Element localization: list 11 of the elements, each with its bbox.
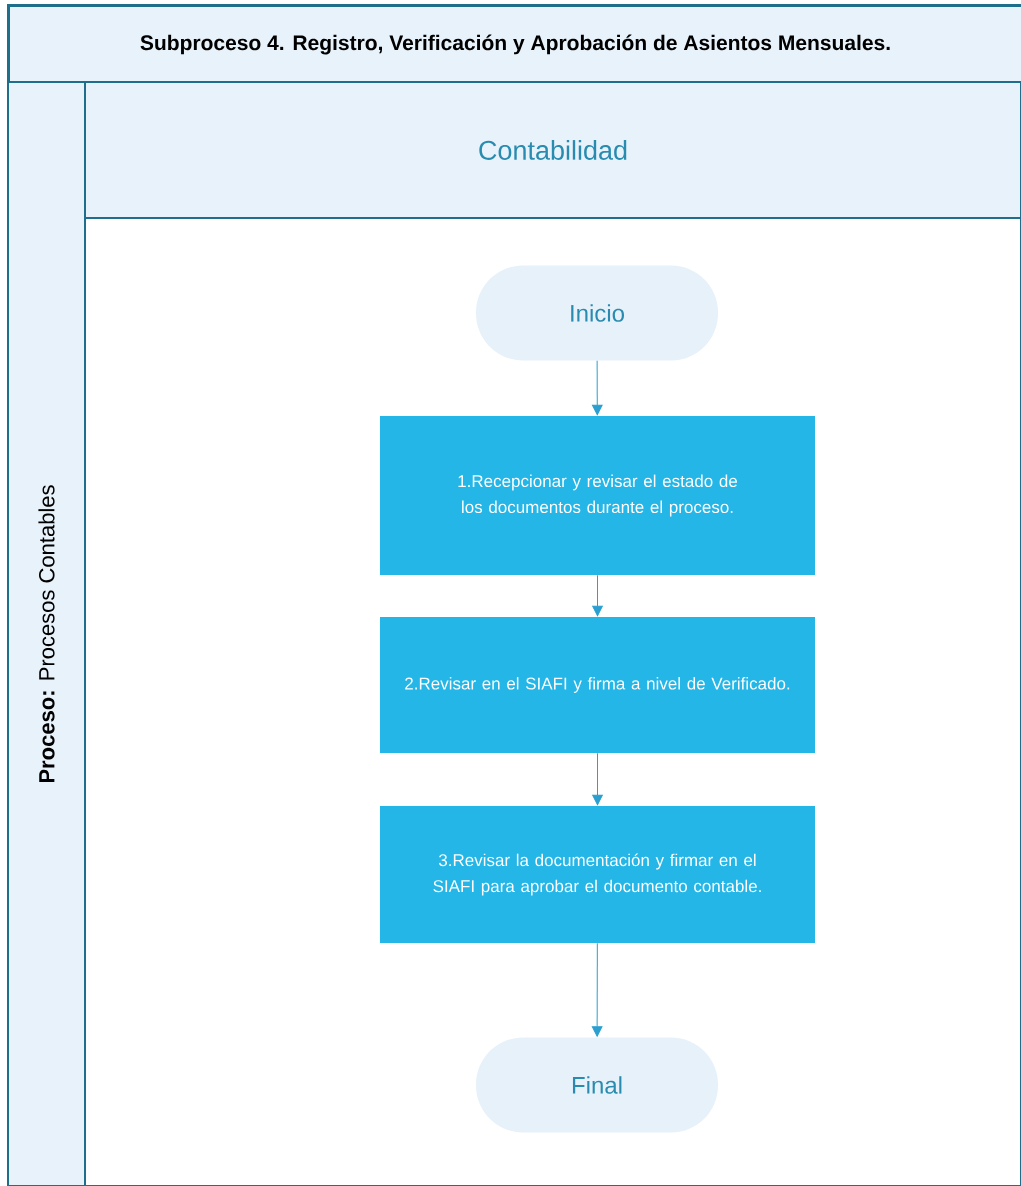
lane-band: Proceso: Procesos Contables (7, 81, 86, 1186)
process-box: 1.Recepcionar y revisar el estado de los documentos durante el proceso. (380, 416, 815, 575)
title-band: Subproceso 4. Registro, Verificación y Aprobación de Asientos Mensuales. (8, 5, 1021, 84)
arrow (591, 360, 603, 416)
process-box: 2.Revisar en el SIAFI y firma a nivel de Verificado. (380, 617, 815, 753)
lane-header: Contabilidad (84, 81, 1021, 219)
arrow (592, 574, 603, 617)
arrow (592, 752, 603, 806)
arrow (591, 942, 603, 1037)
process-box: 3.Revisar la documentación y firmar en el SIAFI para aprobar el documento contable. (380, 806, 815, 943)
node-label: Contabilidad (479, 140, 627, 160)
